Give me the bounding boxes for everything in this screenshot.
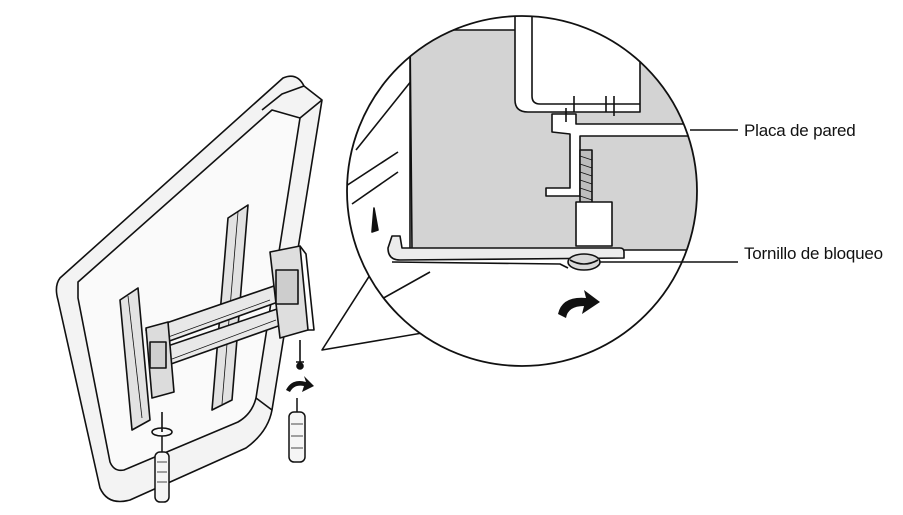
- tv-illustration: [55, 75, 323, 503]
- zoom-lock-block: [575, 201, 613, 247]
- zoom-bottom-bracket: [387, 235, 625, 261]
- lock-screw-label: Tornillo de bloqueo: [744, 244, 883, 263]
- screwdriver-icon: [154, 436, 170, 503]
- leader-lines: [600, 129, 738, 263]
- rotate-arrow-icon: [558, 290, 600, 318]
- wall-plate-label: Placa de pared: [744, 121, 856, 140]
- magnifier-callout: [321, 15, 698, 367]
- rotate-arrow-icon: [286, 376, 314, 392]
- screwdriver-icon: [288, 398, 306, 463]
- wall-lock-screw: [296, 340, 304, 363]
